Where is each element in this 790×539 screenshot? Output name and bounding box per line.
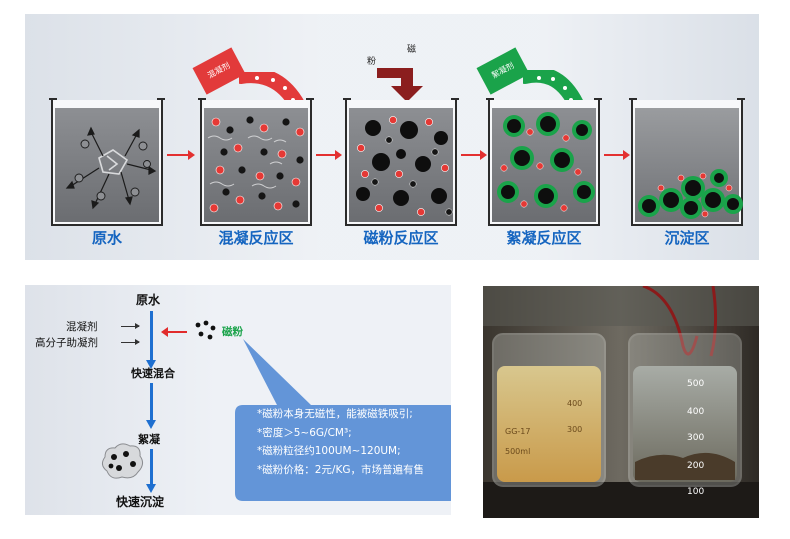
graduation-label: 300 (687, 433, 704, 443)
graduation-label: 400 (687, 407, 704, 417)
beaker-comparison-photo: 400 300 500ml GG-17 500 400 300 200 100 (483, 286, 759, 518)
flow-arrow (461, 150, 487, 160)
beaker-photo-illustration: 400 300 500ml GG-17 500 400 300 200 100 (483, 286, 759, 518)
tank-liquid (204, 108, 308, 222)
stage-label-sedimentation: 沉淀区 (664, 229, 710, 247)
polymer-aid-label: 高分子助凝剂 (35, 337, 98, 349)
magnetic-powder-label-2: 磁 (407, 45, 417, 55)
stage-flocculation (486, 88, 602, 226)
graduation-label: GG-17 (505, 427, 530, 436)
flow-arrow (316, 150, 342, 160)
magnetic-powder-dots-icon (195, 320, 216, 340)
fact-item: *磁粉价格：2元/KG，市场普遍有售 (257, 463, 424, 476)
node-fast-settling: 快速沉淀 (116, 495, 165, 509)
magnetic-powder-facts: *磁粉本身无磁性，能被磁铁吸引; *密度＞5~6G/CM³; *磁粉粒径约100… (257, 405, 451, 479)
stage-raw-water (49, 88, 165, 226)
graduation-label: 100 (687, 487, 704, 497)
flow-arrow (604, 150, 630, 160)
magnetic-powder-label-1: 粉 (367, 57, 377, 67)
flow-arrow-down (146, 383, 156, 429)
tank-liquid (492, 108, 596, 222)
graduation-label: 200 (687, 461, 704, 471)
magnetic-powder-dosing-arrow-icon (377, 68, 423, 102)
magnetic-particles-icon (356, 116, 453, 216)
node-flocculation: 絮凝 (138, 433, 160, 446)
tank-liquid (55, 108, 159, 222)
stage-label-flocculation: 絮凝反应区 (506, 229, 582, 247)
flow-arrow-down (146, 311, 156, 369)
magnetic-powder-label: 磁粉 (222, 326, 243, 338)
graduation-label: 500ml (505, 447, 530, 456)
floc-cloud-icon (101, 443, 144, 479)
fact-item: *密度＞5~6G/CM³; (257, 426, 352, 439)
flow-arrow (167, 150, 195, 160)
floc-particles-icon (497, 112, 595, 212)
coagulant-label: 混凝剂 (66, 321, 98, 333)
stage-sedimentation (629, 88, 745, 226)
flocculant-bag-label: 絮凝剂 (490, 60, 516, 81)
settled-sludge-icon (638, 169, 743, 219)
stage-label-coagulation: 混凝反应区 (218, 229, 294, 247)
fact-item: *磁粉本身无磁性，能被磁铁吸引; (257, 408, 413, 420)
tank (486, 98, 602, 226)
flow-arrow-down (146, 449, 156, 493)
node-raw-water: 原水 (136, 293, 161, 307)
stage-label-magnetic: 磁粉反应区 (363, 229, 439, 247)
graduation-label: 400 (567, 399, 582, 408)
tank-liquid (635, 108, 743, 222)
graduation-label: 300 (567, 425, 582, 434)
tank (629, 98, 745, 226)
tank (198, 98, 314, 226)
magnetic-dosing-arrow (161, 327, 187, 337)
stage-coagulation (198, 88, 314, 226)
magnetic-process-schematic: 原水 混凝剂 高分子助凝剂 磁粉 快速混合 絮凝 快速沉淀 *磁粉本身无磁性，能… (25, 285, 451, 515)
stage-magnetic (343, 88, 459, 226)
left-beaker-graduations: 400 300 500ml GG-17 (505, 399, 582, 456)
dosing-arrow (121, 339, 140, 345)
coagulant-bag-label: 混凝剂 (206, 60, 232, 81)
stage-label-raw-water: 原水 (91, 229, 122, 247)
dosing-arrow (121, 323, 140, 329)
tank (49, 98, 165, 226)
fact-item: *磁粉粒径约100UM~120UM; (257, 445, 401, 457)
tank (343, 98, 459, 226)
particle-dispersion-icon (65, 126, 157, 210)
tank-liquid (349, 108, 453, 222)
right-beaker-graduations: 500 400 300 200 100 (687, 379, 704, 497)
charged-particles-icon (207, 116, 305, 213)
node-fast-mixing: 快速混合 (131, 367, 175, 380)
callout-bubble (235, 339, 451, 501)
graduation-label: 500 (687, 379, 704, 389)
process-flow-panel: 原水 混凝剂 (25, 14, 759, 260)
